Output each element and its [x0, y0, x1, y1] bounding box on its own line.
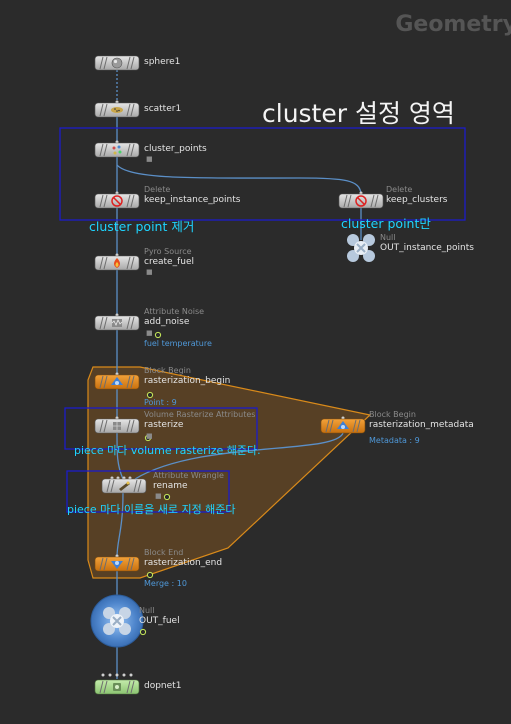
- delete-icon: [111, 195, 123, 207]
- node-out-instance-points[interactable]: [347, 234, 375, 262]
- annotation-cluster-region: cluster 설정 영역: [262, 99, 455, 128]
- node-rasterization-metadata[interactable]: [320, 418, 366, 434]
- node-add-noise[interactable]: [94, 315, 140, 331]
- rasterize-icon: [113, 422, 121, 430]
- node-label-rasterization-end: rasterization_end: [144, 558, 223, 568]
- annotation-cluster-point-remove: cluster point 제거: [89, 219, 195, 234]
- node-label-create-fuel: create_fuel: [144, 257, 194, 267]
- node-label-dopnet1: dopnet1: [144, 681, 182, 691]
- node-sub-add-noise: fuel temperature: [144, 339, 212, 348]
- null-icon: [103, 607, 131, 635]
- node-rasterization-end[interactable]: [94, 556, 140, 572]
- node-label-scatter1: scatter1: [144, 104, 182, 114]
- node-label-rename: rename: [153, 481, 188, 491]
- node-dopnet1[interactable]: [94, 679, 140, 695]
- node-sub-rasterization-end: Merge : 10: [144, 579, 187, 588]
- node-sub-rasterization-begin: Point : 9: [144, 398, 177, 407]
- node-type-rasterization-begin: Block Begin: [144, 366, 191, 375]
- annotation-piece-rasterize: piece 마다 volume rasterize 해준다.: [74, 444, 261, 457]
- block-begin-icon: [111, 377, 123, 385]
- node-type-keep-clusters: Delete: [386, 185, 413, 194]
- node-type-rename: Attribute Wrangle: [153, 471, 224, 480]
- node-cluster-points[interactable]: [94, 142, 140, 158]
- scatter-icon: [111, 107, 123, 113]
- node-scatter1[interactable]: [94, 102, 140, 118]
- cluster-icon: [112, 145, 122, 155]
- node-rename[interactable]: [101, 478, 147, 494]
- dopnet-icon: [113, 683, 121, 691]
- node-sphere1[interactable]: [94, 55, 140, 71]
- node-label-rasterization-begin: rasterization_begin: [144, 376, 231, 386]
- node-type-rasterization-metadata: Block Begin: [369, 410, 416, 419]
- network-context-label: Geometry: [395, 12, 511, 37]
- node-type-out-fuel: Null: [139, 606, 155, 615]
- lock-icon: ■: [146, 432, 153, 440]
- block-end-icon: [111, 561, 123, 569]
- node-label-rasterization-metadata: rasterization_metadata: [369, 420, 474, 430]
- lock-icon: ■: [155, 492, 162, 500]
- node-type-rasterize: Volume Rasterize Attributes: [144, 410, 256, 419]
- lock-icon: ■: [146, 329, 153, 337]
- node-sub-rasterization-metadata: Metadata : 9: [369, 436, 420, 445]
- annotation-piece-rename: piece 마다 이름을 새로 지정 해준다: [67, 503, 236, 516]
- node-label-out-fuel: OUT_fuel: [139, 616, 180, 626]
- noise-icon: [111, 319, 123, 327]
- lock-icon: ■: [146, 155, 153, 163]
- annotation-box-cluster-region: [59, 127, 466, 221]
- fire-icon: [114, 258, 120, 268]
- sphere-icon: [111, 57, 123, 69]
- delete-icon: [355, 195, 367, 207]
- annotation-box-rename: [66, 470, 230, 513]
- wires: [116, 70, 362, 679]
- node-rasterization-begin[interactable]: [94, 374, 140, 390]
- node-out-fuel[interactable]: [90, 594, 144, 648]
- node-keep-clusters[interactable]: [338, 193, 384, 209]
- lock-icon: ■: [146, 268, 153, 276]
- node-keep-instance-points[interactable]: [94, 193, 140, 209]
- node-type-keep-instance-points: Delete: [144, 185, 171, 194]
- annotation-cluster-point-only: cluster point만: [341, 216, 431, 231]
- node-type-add-noise: Attribute Noise: [144, 307, 205, 316]
- node-label-keep-clusters: keep_clusters: [386, 195, 448, 205]
- wrangle-icon: [119, 481, 130, 491]
- node-label-keep-instance-points: keep_instance_points: [144, 195, 241, 205]
- node-label-add-noise: add_noise: [144, 317, 190, 327]
- node-label-rasterize: rasterize: [144, 420, 184, 430]
- node-type-rasterization-end: Block End: [144, 548, 184, 557]
- null-icon: [347, 234, 375, 262]
- node-rasterize[interactable]: [94, 418, 140, 434]
- node-label-cluster-points: cluster_points: [144, 144, 207, 154]
- block-begin-icon: [337, 421, 349, 429]
- node-create-fuel[interactable]: [94, 255, 140, 271]
- output-flags: [139, 331, 171, 636]
- node-type-out-instance-points: Null: [380, 233, 396, 242]
- annotation-box-rasterize: [64, 407, 258, 450]
- node-type-create-fuel: Pyro Source: [144, 247, 192, 256]
- node-label-out-instance-points: OUT_instance_points: [380, 243, 474, 253]
- node-label-sphere1: sphere1: [144, 57, 181, 67]
